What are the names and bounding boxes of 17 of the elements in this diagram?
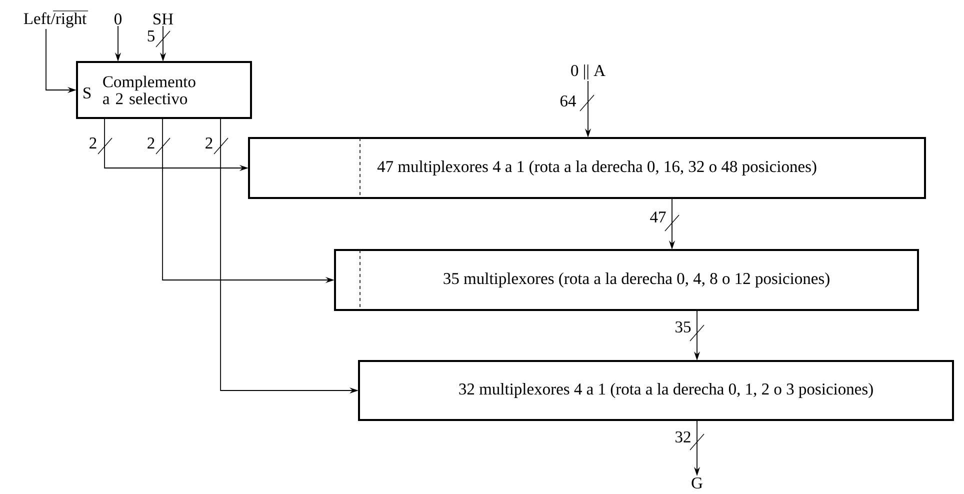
logic-box: S Complemento a 2 selectivo	[76, 61, 252, 119]
signal-label: G	[692, 477, 702, 489]
bus-width-label: 2	[148, 138, 154, 148]
signal-label: 0	[114, 13, 122, 25]
signal-label: Left/right	[24, 10, 88, 28]
bus-width-label: 64	[560, 95, 576, 107]
bus-width-label: 2	[90, 138, 96, 148]
bus-width-label: 47	[650, 212, 666, 222]
signal-label: SH	[154, 13, 174, 25]
bus-width-label: 32	[676, 431, 690, 443]
signal-label: 0 || A	[571, 64, 606, 80]
multiplexer-box: 47 multiplexores 4 a 1 (rota a la derecha 0, 16, 32 o 48 posiciones)	[248, 137, 926, 199]
bus-width-label: 35	[676, 321, 691, 333]
multiplexer-box: 35 multiplexores (rota a la derecha 0, 4, 8 o 12 posiciones)	[334, 249, 919, 311]
bus-width-label: 2	[206, 138, 212, 148]
multiplexer-box: 32 multiplexores 4 a 1 (rota a la derecha 0, 1, 2 o 3 posiciones)	[358, 360, 954, 421]
bus-width-label: 5	[148, 30, 154, 42]
